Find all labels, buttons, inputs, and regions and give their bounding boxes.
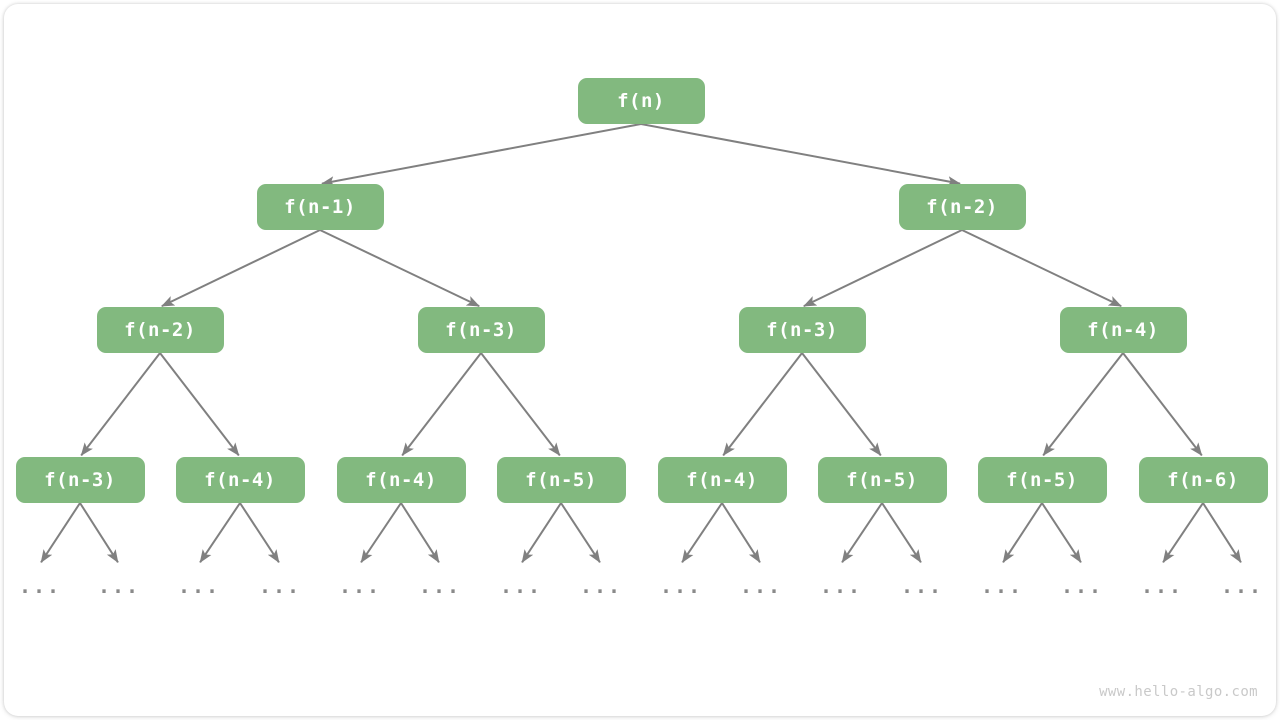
tree-edge bbox=[401, 352, 482, 457]
tree-edge bbox=[1202, 502, 1242, 563]
tree-ellipsis: ... bbox=[1140, 574, 1184, 598]
tree-node[interactable]: f(n-4) bbox=[336, 457, 466, 503]
tree-edge bbox=[80, 352, 161, 457]
tree-edge bbox=[40, 502, 81, 563]
tree-edge bbox=[199, 502, 241, 564]
tree-ellipsis: ... bbox=[980, 574, 1024, 598]
tree-ellipsis: ... bbox=[418, 574, 462, 598]
tree-edge bbox=[161, 229, 321, 308]
tree-edge bbox=[1002, 502, 1043, 563]
tree-edge bbox=[721, 502, 761, 563]
tree-ellipsis: ... bbox=[819, 574, 863, 598]
tree-node[interactable]: f(n-5) bbox=[977, 457, 1107, 503]
tree-ellipsis: ... bbox=[499, 574, 543, 598]
tree-ellipsis: ... bbox=[1060, 574, 1104, 598]
tree-ellipsis: ... bbox=[97, 574, 141, 598]
tree-ellipsis: ... bbox=[338, 574, 382, 598]
tree-edge bbox=[400, 502, 440, 563]
tree-node[interactable]: f(n-6) bbox=[1138, 457, 1268, 503]
tree-edge bbox=[159, 352, 240, 457]
tree-edge bbox=[360, 502, 402, 564]
tree-edge bbox=[1122, 352, 1203, 457]
tree-ellipsis: ... bbox=[1220, 574, 1264, 598]
tree-edge bbox=[803, 229, 963, 308]
tree-node[interactable]: f(n-5) bbox=[496, 457, 626, 503]
tree-edge bbox=[640, 123, 961, 187]
tree-node[interactable]: f(n-2) bbox=[96, 307, 224, 353]
watermark-label: www.hello-algo.com bbox=[1099, 684, 1258, 700]
tree-node[interactable]: f(n-5) bbox=[817, 457, 947, 503]
tree-edge bbox=[321, 123, 642, 187]
tree-edge bbox=[1162, 502, 1204, 564]
tree-node[interactable]: f(n-3) bbox=[15, 457, 145, 503]
tree-edge bbox=[239, 502, 280, 563]
tree-edge bbox=[319, 229, 480, 308]
tree-node[interactable]: f(n-4) bbox=[175, 457, 305, 503]
tree-node[interactable]: f(n-3) bbox=[417, 307, 545, 353]
tree-node[interactable]: f(n-4) bbox=[657, 457, 787, 503]
tree-ellipsis: ... bbox=[18, 574, 62, 598]
tree-node[interactable]: f(n-1) bbox=[256, 184, 384, 230]
tree-edge bbox=[681, 502, 723, 564]
tree-node[interactable]: f(n-3) bbox=[738, 307, 866, 353]
tree-ellipsis: ... bbox=[579, 574, 623, 598]
tree-node[interactable]: f(n-2) bbox=[898, 184, 1026, 230]
tree-edge bbox=[79, 502, 119, 563]
tree-edge bbox=[1041, 502, 1082, 563]
tree-ellipsis: ... bbox=[900, 574, 944, 598]
tree-edge bbox=[961, 229, 1122, 308]
tree-edge bbox=[881, 502, 922, 563]
tree-node[interactable]: f(n) bbox=[577, 78, 705, 124]
tree-edge bbox=[480, 352, 561, 457]
tree-edge bbox=[801, 352, 882, 457]
tree-node[interactable]: f(n-4) bbox=[1059, 307, 1187, 353]
tree-edges bbox=[40, 123, 1242, 564]
tree-ellipsis: ... bbox=[177, 574, 221, 598]
tree-ellipsis: ... bbox=[659, 574, 703, 598]
tree-ellipsis: ... bbox=[258, 574, 302, 598]
tree-edge bbox=[1042, 352, 1124, 457]
tree-edge bbox=[560, 502, 601, 563]
tree-edge bbox=[521, 502, 562, 563]
tree-edge bbox=[722, 352, 803, 457]
tree-ellipsis: ... bbox=[739, 574, 783, 598]
tree-edge bbox=[841, 502, 883, 564]
